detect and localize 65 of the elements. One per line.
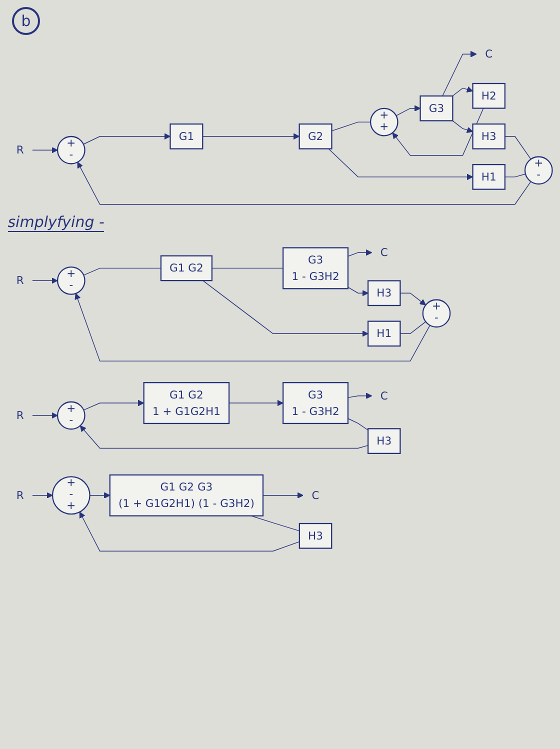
arrow [83, 133, 171, 145]
node-box: H3 [472, 123, 506, 150]
arrow [442, 50, 477, 96]
arrow [228, 400, 284, 406]
arrow [83, 400, 144, 410]
arrow [74, 293, 430, 362]
node-circle: + + [370, 108, 398, 136]
arrow [77, 162, 532, 205]
node-circle: + - [422, 299, 451, 328]
arrow [452, 120, 474, 133]
node-circle: + - [56, 136, 86, 164]
arrow [32, 146, 58, 154]
node-box: G3 1 - G3H2 [282, 247, 349, 290]
node-box: H2 [472, 82, 506, 109]
arrow [392, 108, 484, 156]
connector [83, 268, 162, 276]
arrow [348, 249, 372, 257]
node-box: H3 [298, 522, 332, 549]
node-box: H3 [367, 280, 401, 306]
connector [250, 515, 300, 532]
node-circle: + - [524, 156, 553, 185]
arrow [202, 280, 368, 337]
arrow [348, 286, 368, 296]
arrow [328, 148, 474, 180]
arrow [32, 492, 53, 499]
section-heading: simplyfying - [8, 212, 104, 232]
node-text: R [16, 408, 24, 422]
node-box: H3 [367, 428, 401, 454]
node-box: G1 G2 1 + G1G2H1 [143, 382, 230, 424]
connector [212, 268, 284, 269]
node-box: G1 G2 G3 (1 + G1G2H1) (1 - G3H2) [109, 474, 264, 516]
arrow [452, 86, 474, 96]
node-text: R [16, 274, 24, 287]
node-box: G3 1 - G3H2 [282, 382, 349, 424]
node-text: R [16, 488, 24, 502]
node-text: C [380, 246, 388, 259]
arrow [348, 392, 372, 400]
node-circle: + - [56, 266, 86, 295]
part-label: b [12, 7, 40, 35]
node-circle: + - [56, 401, 86, 430]
arrow [202, 133, 300, 140]
arrow [400, 292, 426, 306]
arrow [79, 512, 300, 552]
arrow [262, 492, 304, 499]
node-text: C [312, 488, 320, 502]
connector [504, 174, 526, 178]
connector [348, 418, 368, 430]
arrow [32, 412, 58, 419]
connector [331, 122, 371, 132]
node-box: G2 [298, 123, 332, 150]
arrow [89, 492, 110, 499]
node-text: R [16, 143, 24, 156]
node-circle: + - + [52, 476, 90, 515]
arrow [80, 425, 368, 449]
arrow [32, 278, 58, 284]
node-box: G1 G2 [160, 255, 213, 282]
arrow [396, 105, 421, 116]
connector [504, 136, 532, 160]
node-text: C [380, 389, 388, 402]
node-box: H1 [367, 320, 401, 347]
connector [400, 321, 426, 334]
node-box: G1 [170, 123, 204, 150]
node-box: H1 [472, 164, 506, 190]
node-text: C [485, 47, 493, 60]
node-box: G3 [420, 95, 454, 122]
